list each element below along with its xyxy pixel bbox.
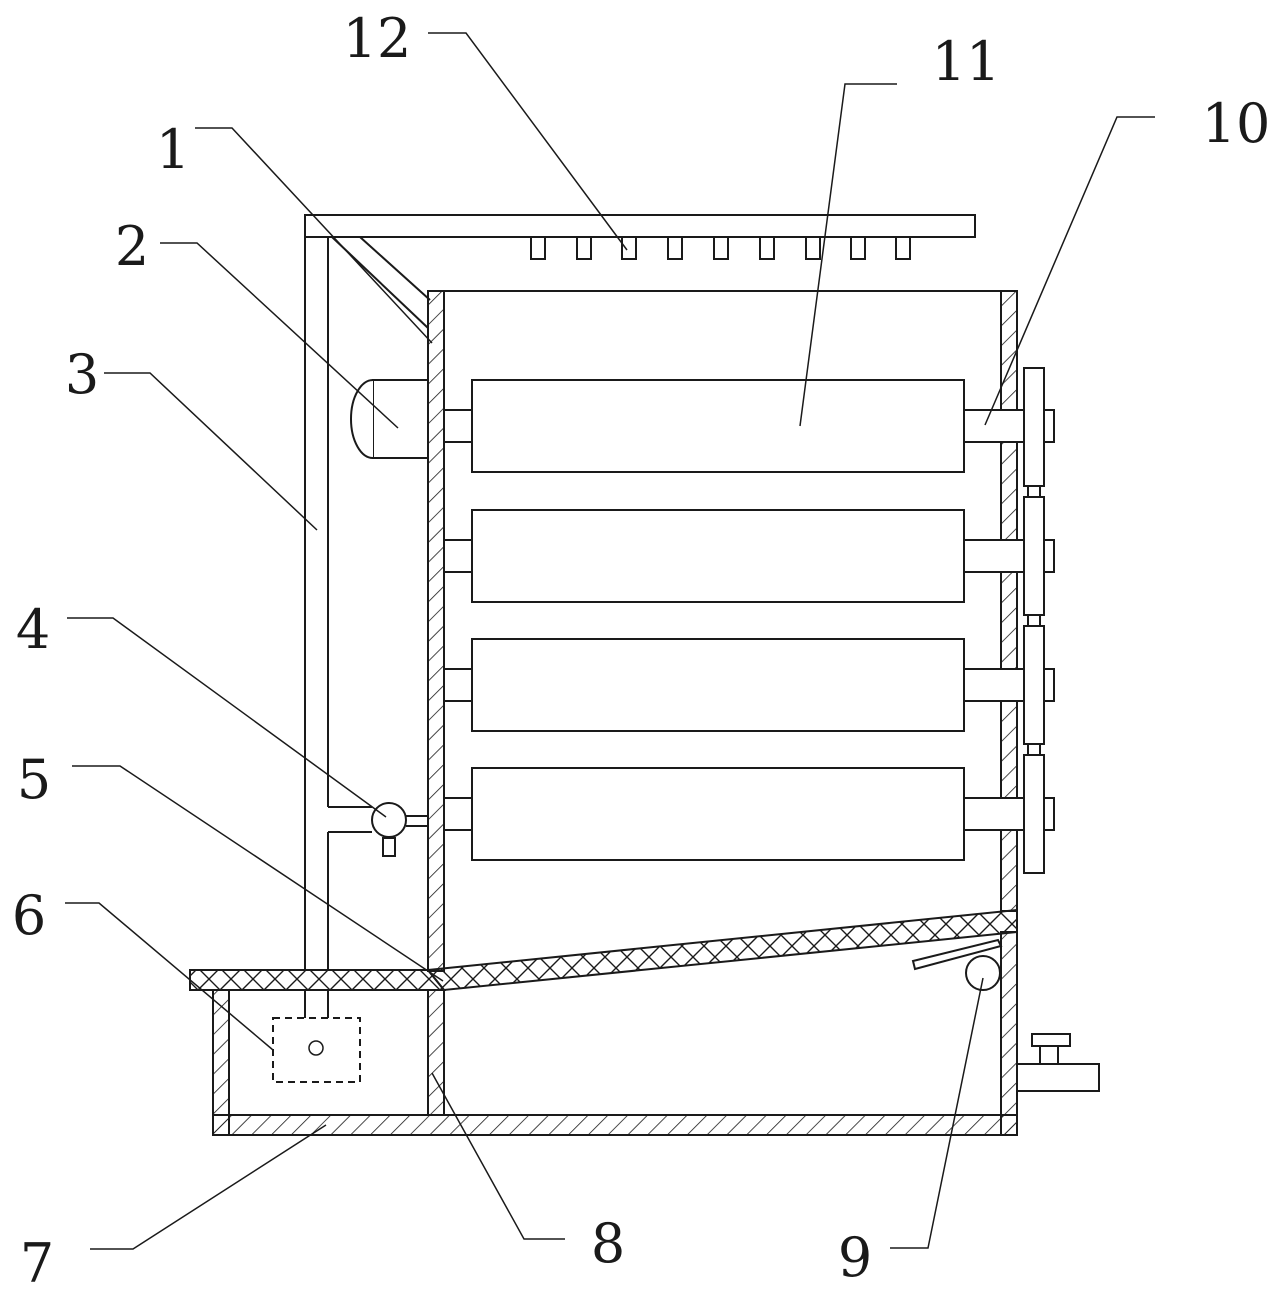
spray-nozzles [530, 236, 911, 260]
scraper [911, 938, 1003, 991]
label-12: 12 [343, 7, 412, 70]
motor [350, 379, 429, 459]
label-5: 5 [17, 748, 51, 811]
spray-pipe [304, 214, 976, 260]
label-1: 1 [156, 118, 190, 181]
left-wall [427, 290, 445, 972]
label-9: 9 [838, 1226, 872, 1289]
label-3: 3 [65, 343, 99, 406]
label-4: 4 [16, 598, 50, 661]
drain-outlet [1016, 1033, 1100, 1092]
roller-2 [443, 509, 1025, 603]
label-2: 2 [115, 215, 149, 278]
roller-4 [443, 767, 1025, 861]
roller-3 [443, 638, 1025, 732]
label-10: 10 [1202, 92, 1271, 155]
base-tank [212, 931, 1018, 1136]
label-7: 7 [20, 1232, 54, 1295]
slope-plate [189, 908, 1018, 992]
partition [427, 989, 445, 1116]
pump [272, 990, 361, 1083]
leader-lines [65, 32, 1155, 1250]
label-8: 8 [591, 1212, 625, 1275]
gears [1023, 367, 1055, 874]
roller-1 [443, 379, 1025, 473]
labels: 1 2 3 4 5 6 7 8 9 10 11 12 [12, 7, 1271, 1295]
rollers [443, 379, 1025, 861]
water-pipe [304, 215, 431, 970]
valve [371, 802, 428, 857]
label-6: 6 [12, 884, 46, 947]
label-11: 11 [932, 30, 1001, 93]
